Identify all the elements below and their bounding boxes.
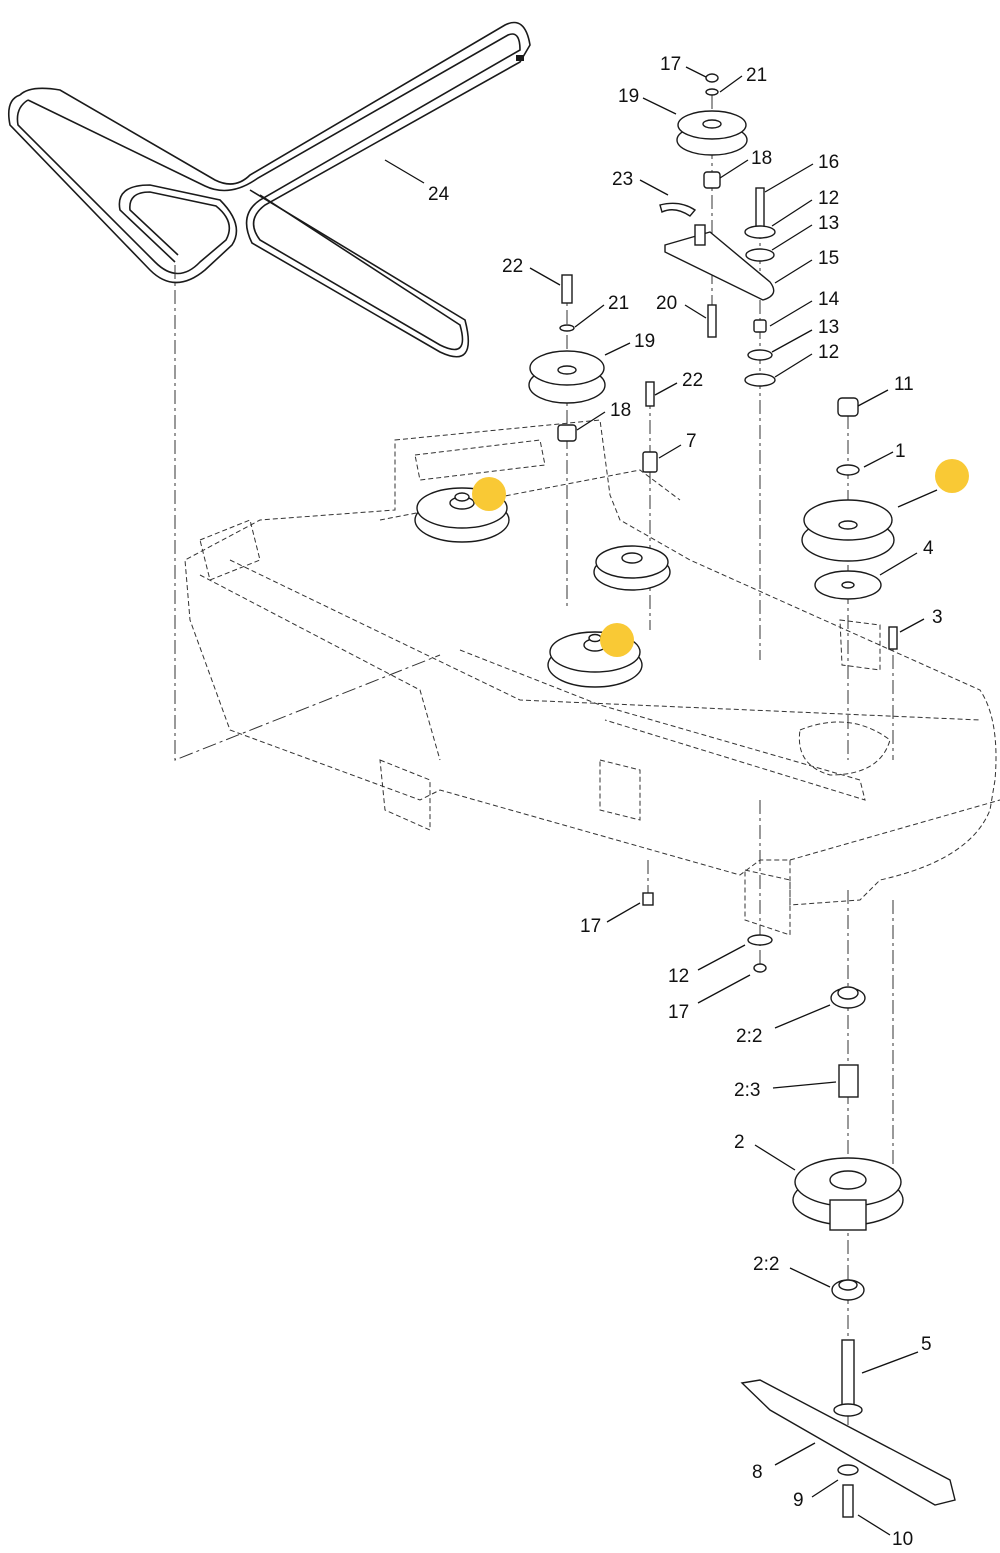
- leader-lines: [384, 66, 938, 1536]
- callout-label: 12: [818, 188, 839, 209]
- callout-label: 18: [610, 400, 631, 421]
- callout-label: 13: [818, 213, 839, 234]
- drive-belt: [7, 21, 531, 358]
- callout-label: 4: [923, 538, 934, 559]
- assembly-axes: [174, 95, 894, 1425]
- callout-label: 23: [612, 169, 633, 190]
- callout-label: 2:2: [753, 1254, 779, 1275]
- callout-label: 18: [751, 148, 772, 169]
- idler-pulley-left-marker[interactable]: [472, 477, 506, 511]
- callout-label: 12: [818, 342, 839, 363]
- callout-label: 14: [818, 289, 840, 310]
- callout-label: 2:2: [736, 1026, 762, 1047]
- callout-label: 22: [682, 370, 703, 391]
- callout-label: 19: [634, 331, 655, 352]
- callout-label: 2: [734, 1132, 745, 1153]
- callout-label: 10: [892, 1529, 913, 1550]
- callout-label: 15: [818, 248, 839, 269]
- mower-deck: [184, 419, 1000, 936]
- callout-label: 2:3: [734, 1080, 760, 1101]
- callout-label: 21: [746, 65, 767, 86]
- mid-idler-assembly: [528, 274, 658, 473]
- idler-pulley-center-marker[interactable]: [600, 623, 634, 657]
- deck-pulley-middle: [593, 545, 671, 591]
- callout-label: 17: [668, 1002, 689, 1023]
- spindle-assembly-right: [801, 397, 898, 650]
- lower-spindle-stack: [642, 892, 956, 1518]
- callout-label: 16: [818, 152, 839, 173]
- spindle-pulley-right-marker[interactable]: [935, 459, 969, 493]
- callout-label: 11: [894, 374, 914, 395]
- callout-label: 20: [656, 293, 677, 314]
- callout-label: 8: [752, 1462, 763, 1483]
- callout-label: 12: [668, 966, 689, 987]
- callout-label: 21: [608, 293, 629, 314]
- callout-label: 17: [580, 916, 601, 937]
- callout-label: 9: [793, 1490, 804, 1511]
- callout-labels: 17 21 19 18 16 23 12 13 15 24 22 21 20 1…: [428, 54, 943, 1550]
- callout-label: 1: [895, 441, 906, 462]
- callout-label: 13: [818, 317, 839, 338]
- callout-label: 5: [921, 1334, 932, 1355]
- callout-label: 3: [932, 607, 943, 628]
- callout-label: 24: [428, 184, 450, 205]
- callout-label: 17: [660, 54, 681, 75]
- upper-idler-assembly: [659, 73, 776, 387]
- callout-label: 7: [686, 431, 697, 452]
- callout-label: 22: [502, 256, 523, 277]
- callout-label: 19: [618, 86, 639, 107]
